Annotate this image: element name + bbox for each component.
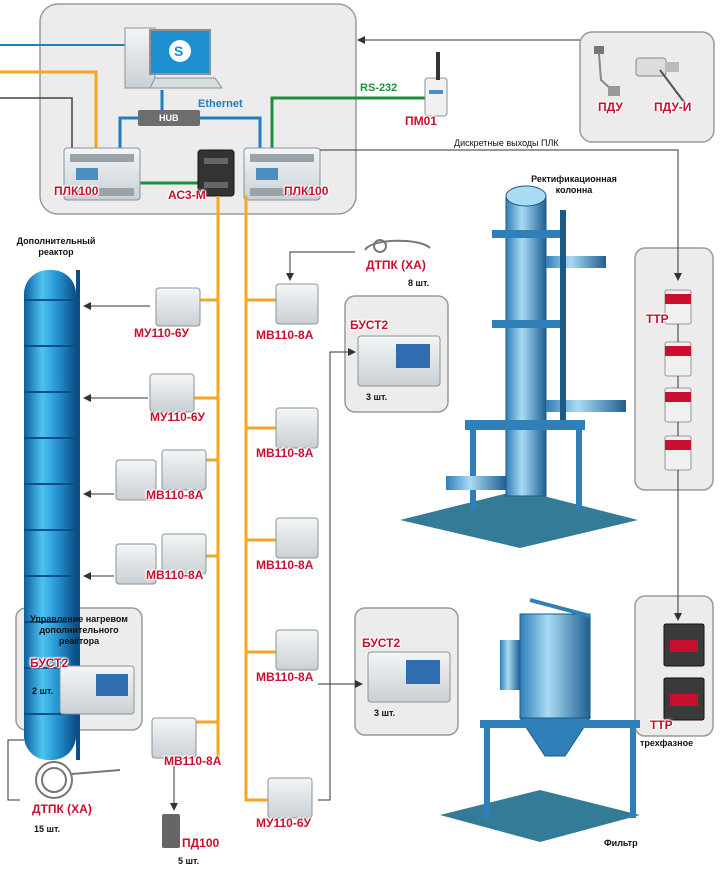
svg-text:S: S (174, 43, 183, 59)
io-modules (115, 283, 319, 819)
label-mu110-bottom: МУ110-6У (256, 816, 311, 830)
label-pdu-i: ПДУ-И (654, 100, 692, 114)
label-filter: Фильтр (604, 838, 638, 848)
label-rect-column: Ректификационная колонна (531, 174, 617, 195)
ttr-devices-bottom (663, 623, 705, 721)
label-three-phase: трехфазное (640, 738, 694, 748)
label-discrete-outputs: Дискретные выходы ПЛК (454, 138, 559, 148)
ttr-devices-top (664, 289, 692, 471)
label-pm01: ПМ01 (405, 114, 437, 128)
label-pdu: ПДУ (598, 100, 623, 114)
pdu-i-sensor-icon (635, 57, 691, 111)
pd100-device (162, 814, 180, 848)
label-mu110-1: МУ110-6У (134, 326, 189, 340)
dtpk-bottom-line (7, 739, 24, 801)
rectification-column-illustration (400, 185, 638, 548)
dtpk-top-sensor (364, 239, 431, 253)
rs232-line (270, 96, 425, 148)
label-heating-control: Управление нагревом дополнительного реак… (30, 614, 128, 646)
label-mv110-l2: МВ110-8А (146, 568, 204, 582)
orange-bus-a-taps (180, 298, 218, 724)
extra-reactor-illustration (24, 270, 80, 760)
label-mv110-l1: МВ110-8А (146, 488, 204, 502)
label-rs232: RS-232 (360, 82, 398, 94)
label-plk100-left: ПЛК100 (54, 184, 99, 198)
sensor-panel (579, 31, 715, 143)
label-bust2-b: БУСТ2 (362, 636, 401, 650)
label-ttr-bottom: ТТР (650, 718, 673, 732)
label-ttr-top: ТТР (646, 312, 669, 326)
label-extra-reactor: Дополнительный реактор (16, 236, 96, 257)
orange-line-in (0, 70, 98, 148)
dtpk-top-arrow (286, 251, 355, 281)
label-hub: HUB (159, 113, 179, 123)
ethernet-right (200, 116, 262, 148)
count-pd100: 5 шт. (178, 856, 200, 866)
label-dtpk-bottom: ДТПК (ХА) (32, 802, 92, 816)
discrete-outputs-line (320, 149, 682, 281)
black-line-in (0, 97, 73, 148)
link-to-bust2-a (318, 348, 356, 801)
hub-box (138, 110, 200, 126)
label-pd100: ПД100 (182, 836, 220, 850)
filter-illustration (440, 598, 640, 842)
label-bust2-c: БУСТ2 (30, 656, 69, 670)
label-mv110-c4: МВ110-8А (256, 670, 314, 684)
count-bust2-c: 2 шт. (32, 686, 54, 696)
dtpk-bottom-sensor (35, 761, 121, 799)
plk100-left-device (63, 147, 141, 201)
label-mv110-c1: МВ110-8А (256, 328, 314, 342)
label-mv110-c2: МВ110-8А (256, 446, 314, 460)
count-bust2-a: 3 шт. (366, 392, 388, 402)
ac3m-device (197, 149, 235, 197)
count-dtpk-bottom: 15 шт. (34, 824, 61, 834)
label-mu110-2: МУ110-6У (150, 410, 205, 424)
orange-bus-b-taps (246, 298, 276, 654)
pdu-sensor-icon (594, 46, 620, 96)
pc-icon: S (124, 27, 223, 89)
count-bust2-b: 3 шт. (374, 708, 396, 718)
bust2-devices (59, 335, 451, 715)
label-ac3m: АС3-М (168, 188, 206, 202)
label-dtpk-top: ДТПК (ХА) (366, 258, 426, 272)
pm01-device (424, 52, 448, 117)
label-mv110-c3: МВ110-8А (256, 558, 314, 572)
label-ethernet: Ethernet (198, 98, 243, 110)
label-plk100-right: ПЛК100 (284, 184, 329, 198)
label-bust2-a: БУСТ2 (350, 318, 389, 332)
plk100-right-device (243, 147, 321, 201)
label-mv110-bottom: МВ110-8А (164, 754, 222, 768)
count-dtpk-top: 8 шт. (408, 278, 430, 288)
orange-bus-b (244, 196, 268, 802)
